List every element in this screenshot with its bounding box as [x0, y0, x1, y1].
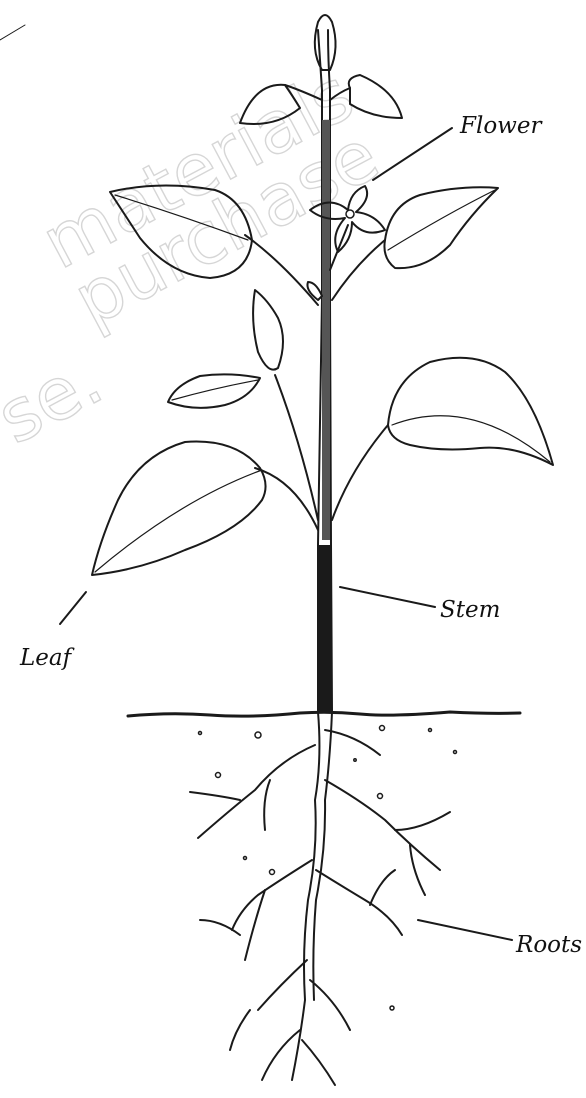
flower-leader: [373, 128, 452, 180]
roots: [190, 712, 450, 1085]
leaf-leader: [60, 592, 86, 624]
leaf-lower-left: [92, 442, 318, 575]
watermark-fragment: [0, 25, 25, 40]
watermark-line-3: se.: [0, 337, 115, 460]
roots-leader: [418, 920, 512, 940]
side-bud: [307, 282, 322, 300]
label-roots: Roots: [515, 932, 582, 958]
leaf-middle-right: [332, 358, 553, 520]
watermark: materials purchase se.: [0, 25, 392, 460]
stem-leader: [340, 587, 435, 607]
label-stem: Stem: [440, 597, 500, 623]
ground-line: [128, 712, 520, 716]
label-flower: Flower: [459, 113, 543, 139]
label-leaf: Leaf: [19, 645, 75, 671]
leaf-middle-left-upper: [168, 290, 318, 520]
